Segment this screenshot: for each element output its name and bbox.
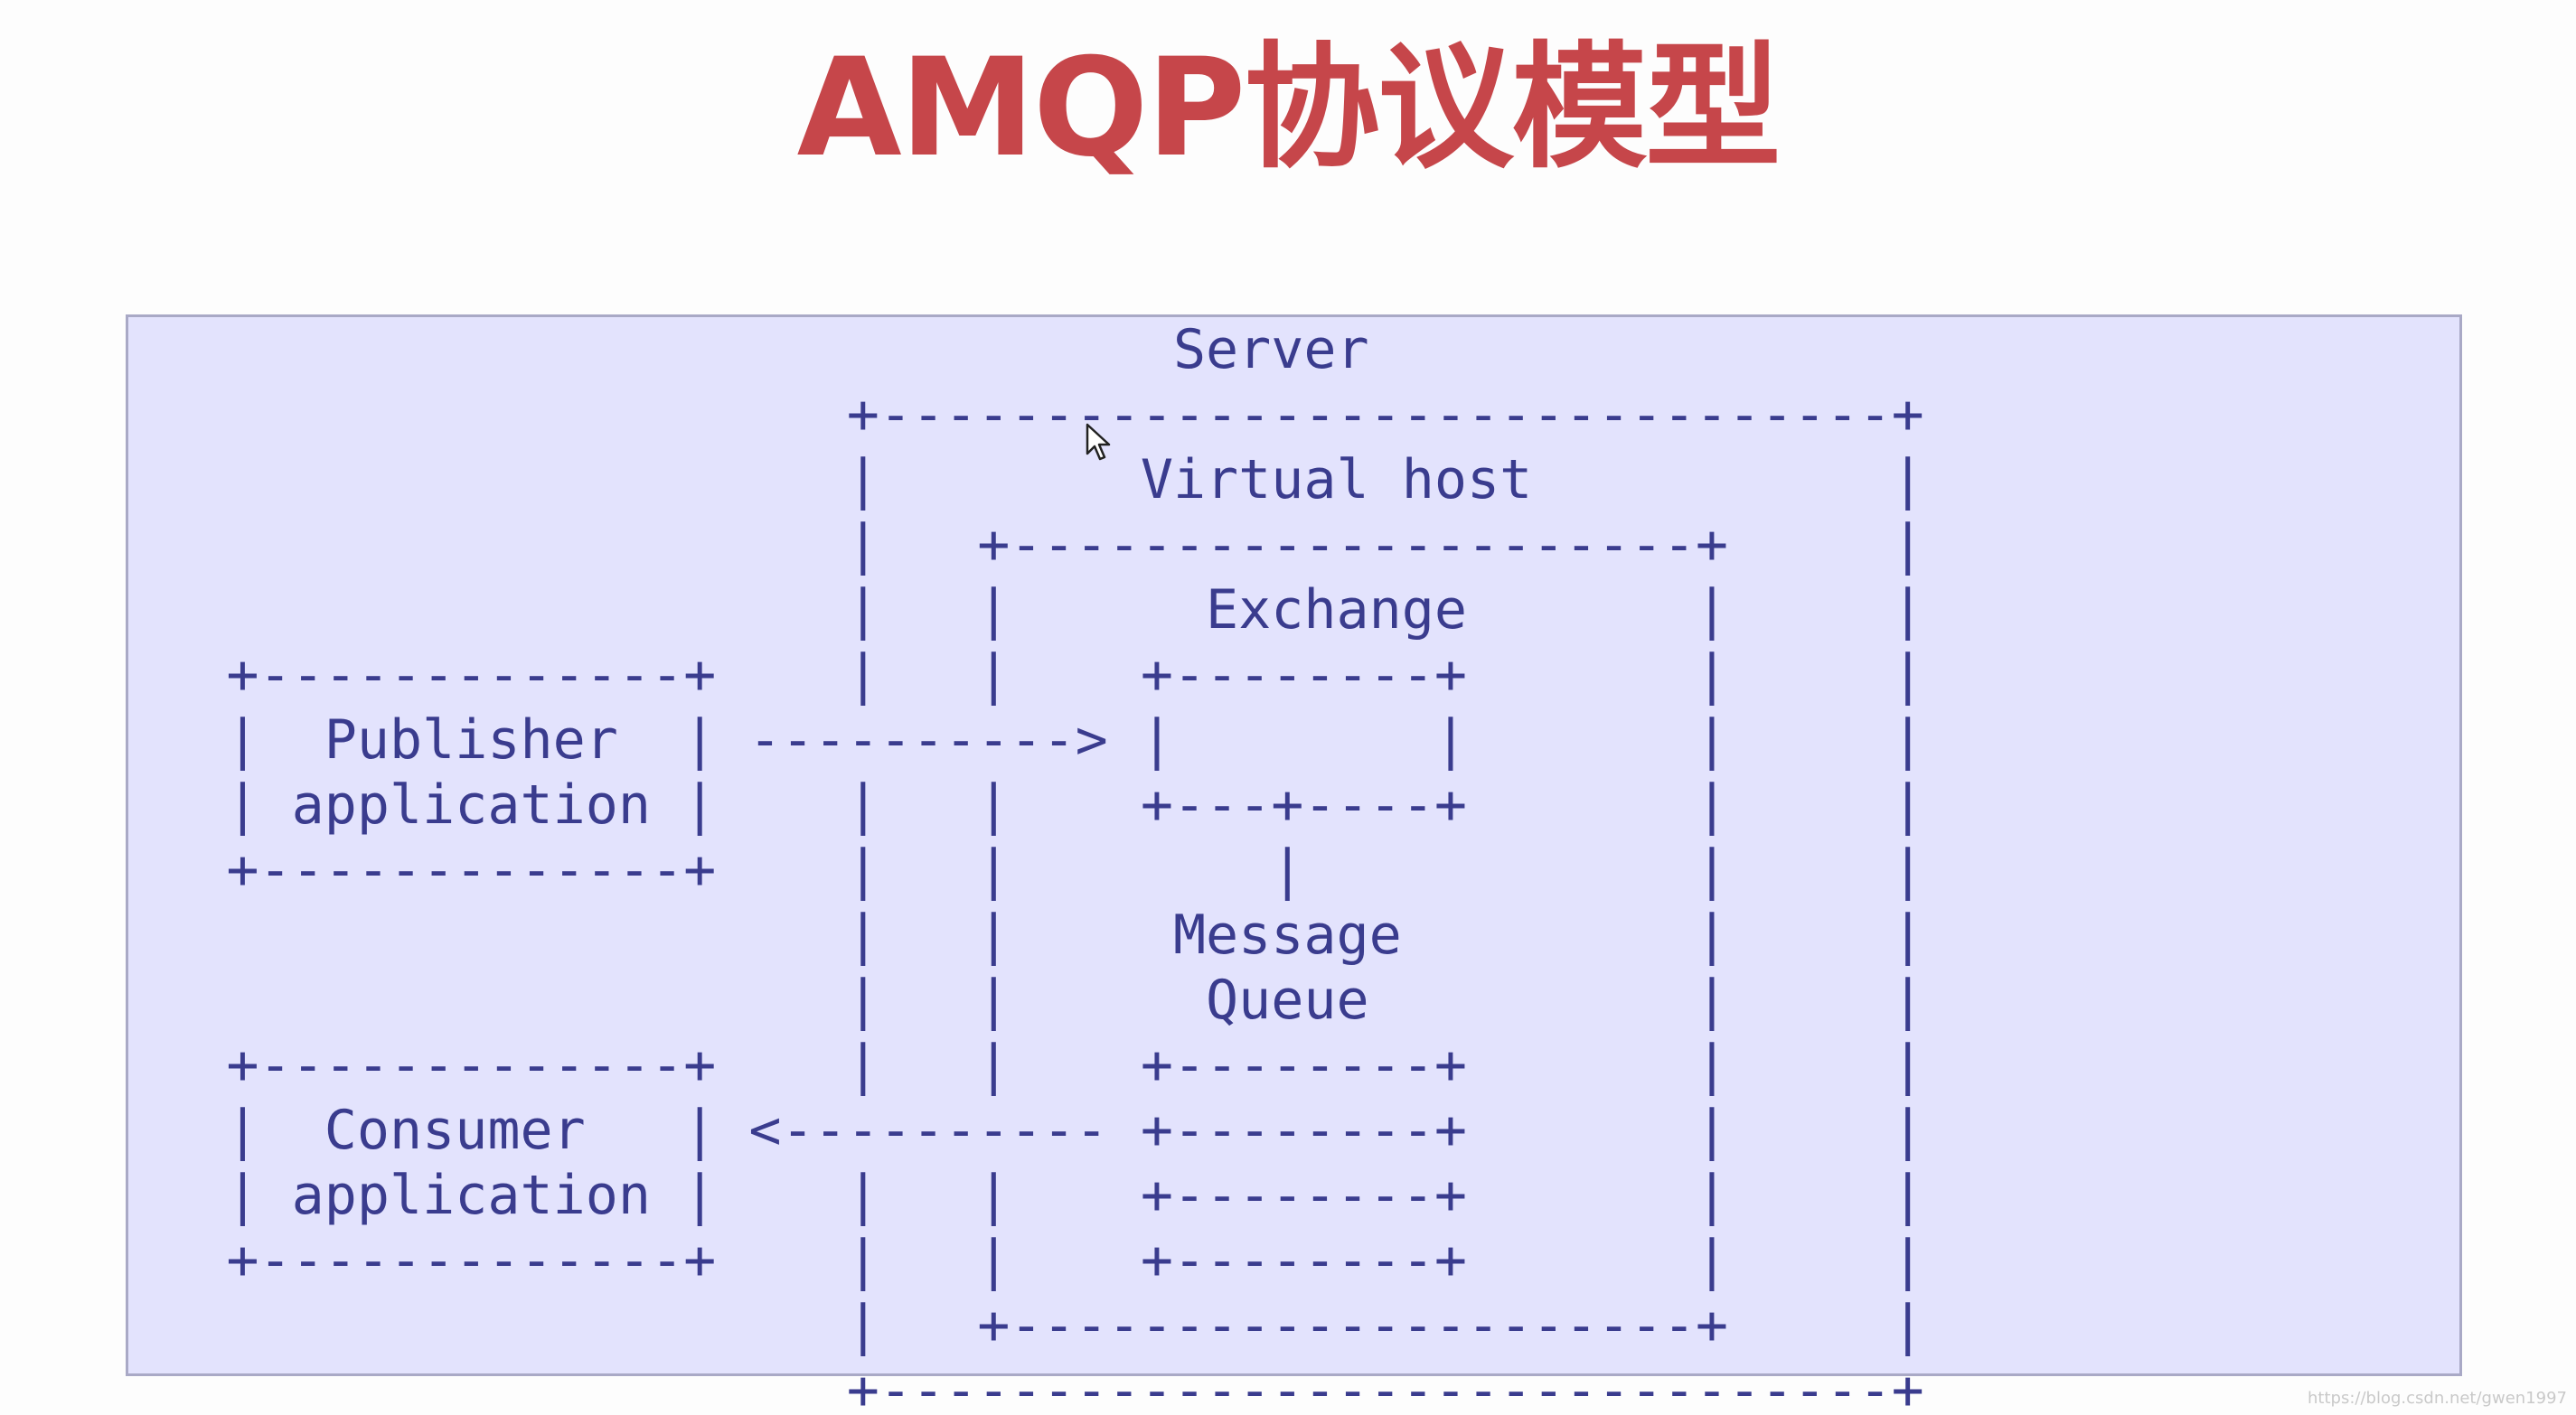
diagram-line: | Consumer | <---------- +--------+ | | [128,1099,1924,1162]
diagram-line: | | Queue | | [128,969,1924,1032]
diagram-line: | | Exchange | | [128,578,1924,642]
diagram-line: +-------------+ | | +--------+ | | [128,1034,1924,1097]
diagram-line: +-------------+ | | +--------+ | | [128,643,1924,707]
diagram-line: Server [128,318,1369,381]
diagram-line: | Publisher | ----------> | | | | [128,708,1924,772]
diagram-line: | application | | | +--------+ | | [128,1164,1924,1227]
diagram-line: +-------------+ | | | | | [128,839,1924,902]
slide-title: AMQP协议模型 [796,30,1782,187]
ascii-diagram: Server +-------------------------------+… [128,317,1924,1415]
diagram-line: +-------------------------------+ [128,1359,1924,1415]
mouse-pointer-icon [1086,423,1111,461]
diagram-line: | Virtual host | [128,448,1924,511]
diagram-line: +-------------------------------+ [128,383,1924,446]
diagram-line: | +---------------------+ | [128,1294,1924,1357]
diagram-line: | application | | | +---+----+ | | [128,773,1924,837]
amqp-diagram-panel: Server +-------------------------------+… [126,314,2462,1415]
diagram-line: +-------------+ | | +--------+ | | [128,1229,1924,1292]
diagram-line: | +---------------------+ | [128,513,1924,576]
watermark-text: https://blog.csdn.net/gwen1997 [2308,1389,2567,1408]
diagram-line: | | Message | | [128,904,1924,967]
